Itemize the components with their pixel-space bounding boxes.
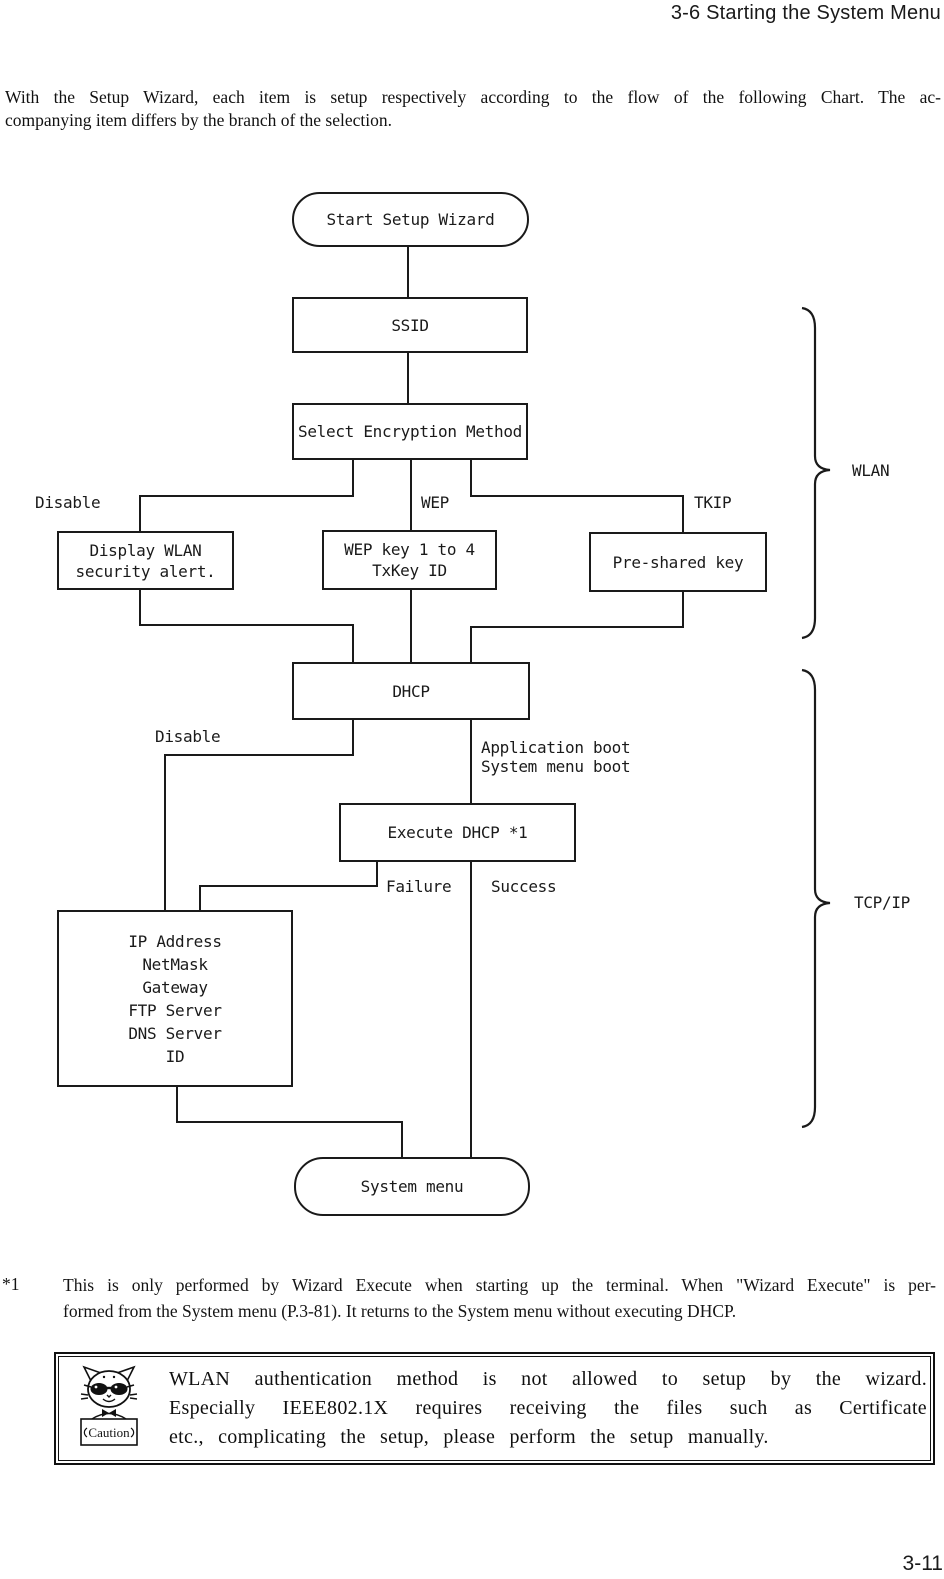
sunglasses xyxy=(83,1383,135,1395)
label-wlan-group: WLAN xyxy=(852,461,890,480)
page-number: 3-11 xyxy=(902,1552,943,1575)
group-braces xyxy=(801,306,831,1129)
node-pre-shared-key-label: Pre-shared key xyxy=(612,552,744,572)
node-ssid: SSID xyxy=(292,297,528,353)
node-ip-settings: IP Address NetMask Gateway FTP Server DN… xyxy=(57,910,293,1087)
footnote-line-1: This is only performed by Wizard Execute… xyxy=(63,1275,936,1295)
label-wep: WEP xyxy=(421,493,449,512)
ip-settings-line: NetMask xyxy=(142,954,208,974)
caution-line-2: Especially IEEE802.1X requires receiving… xyxy=(169,1397,927,1419)
ip-settings-line: ID xyxy=(165,1046,185,1066)
node-ssid-label: SSID xyxy=(391,315,429,335)
node-wep-key: WEP key 1 to 4 TxKey ID xyxy=(322,530,497,590)
ip-settings-line: DNS Server xyxy=(128,1023,222,1043)
node-system-menu: System menu xyxy=(294,1157,530,1216)
node-display-wlan-line1: Display WLAN xyxy=(89,540,202,560)
caution-sign-label: Caution xyxy=(88,1425,130,1440)
label-tkip: TKIP xyxy=(694,493,732,512)
label-disable-bottom: Disable xyxy=(155,727,221,746)
connector-lines xyxy=(139,247,684,1157)
node-wep-key-line2: TxKey ID xyxy=(372,561,447,580)
page-header: 3-6 Starting the System Menu xyxy=(670,2,941,24)
node-start-label: Start Setup Wizard xyxy=(326,210,495,229)
label-application-boot: Application boot xyxy=(481,738,631,757)
label-disable-top: Disable xyxy=(35,493,101,512)
node-display-wlan-security-alert: Display WLAN security alert. xyxy=(57,531,234,590)
node-execute-dhcp: Execute DHCP *1 xyxy=(339,803,576,862)
node-wep-key-line1: WEP key 1 to 4 xyxy=(344,540,475,559)
caution-line-3: etc., complicating the setup, please per… xyxy=(169,1426,769,1448)
node-select-encryption-label: Select Encryption Method xyxy=(298,422,522,441)
node-dhcp: DHCP xyxy=(292,662,530,720)
node-pre-shared-key: Pre-shared key xyxy=(589,532,767,592)
caution-box: Caution WLAN authentication method is no… xyxy=(54,1352,935,1465)
intro-line-2: companying item differs by the branch of… xyxy=(5,110,392,130)
footnote-line-2: formed from the System menu (P.3-81). It… xyxy=(63,1301,737,1321)
node-system-menu-label: System menu xyxy=(360,1177,464,1196)
caution-box-inner-border xyxy=(58,1356,931,1461)
intro-line-1: With the Setup Wizard, each item is setu… xyxy=(5,87,941,107)
node-select-encryption-method: Select Encryption Method xyxy=(292,403,528,460)
node-dhcp-label: DHCP xyxy=(392,681,430,701)
ip-settings-line: FTP Server xyxy=(128,1000,222,1020)
node-start-setup-wizard: Start Setup Wizard xyxy=(292,192,529,247)
label-tcpip-group: TCP/IP xyxy=(854,893,910,912)
caution-line-1: WLAN authentication method is not allowe… xyxy=(169,1368,927,1390)
wlan-brace xyxy=(801,306,831,640)
tcpip-brace xyxy=(801,668,831,1129)
node-display-wlan-line2: security alert. xyxy=(75,561,216,581)
label-system-menu-boot: System menu boot xyxy=(481,757,631,776)
ip-settings-line: IP Address xyxy=(128,931,222,951)
label-failure: Failure xyxy=(386,877,452,896)
ip-settings-line: Gateway xyxy=(142,977,208,997)
node-execute-dhcp-label: Execute DHCP *1 xyxy=(387,823,528,842)
caution-sign: Caution xyxy=(80,1418,138,1446)
label-success: Success xyxy=(491,877,557,896)
caution-cat-icon: Caution xyxy=(80,1365,138,1446)
footnote-marker: *1 xyxy=(2,1274,20,1294)
